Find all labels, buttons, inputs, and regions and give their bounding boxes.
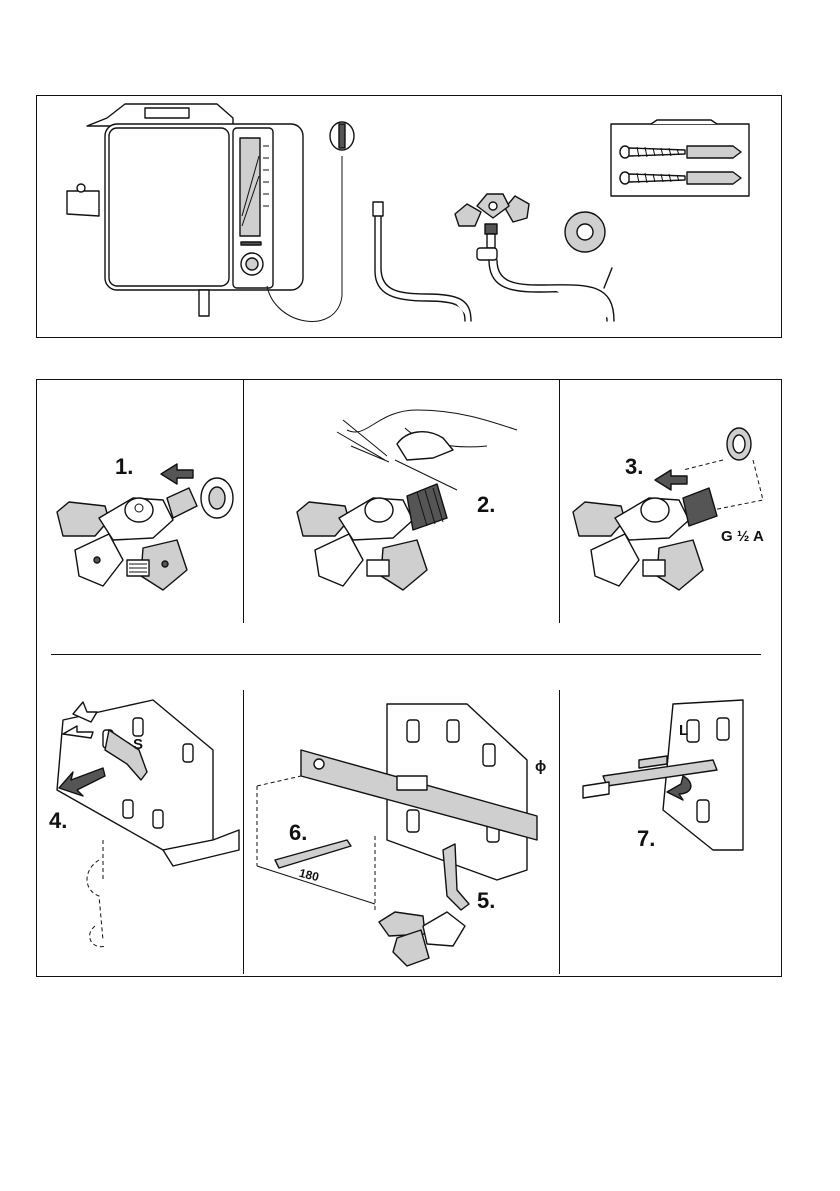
step-number-2: 2. (477, 492, 495, 518)
parts-overview-panel (36, 95, 782, 338)
wrench-label: S (133, 736, 143, 753)
lever-label: L (679, 722, 688, 739)
arrow-icon (161, 464, 193, 484)
step-number-7: 7. (637, 826, 655, 852)
step4-illustration (43, 690, 243, 970)
installation-steps-panel: 1. 2. 3. G ½ A (36, 379, 782, 977)
level-symbol: ϕ (535, 758, 546, 775)
divider (51, 654, 761, 655)
step1-illustration (43, 380, 243, 620)
step-number-4: 4. (49, 808, 67, 834)
divider (559, 380, 560, 623)
divider (243, 380, 244, 623)
step-number-5: 5. (477, 888, 495, 914)
step-number-1: 1. (115, 454, 133, 480)
divider (559, 690, 560, 974)
step2-illustration (247, 380, 557, 620)
step-number-3: 3. (625, 454, 643, 480)
step3-illustration (563, 380, 783, 620)
thread-label: G ½ A (721, 528, 764, 545)
water-heater-icon (37, 96, 783, 339)
divider (243, 690, 244, 974)
step-number-6: 6. (289, 820, 307, 846)
step7-illustration (563, 690, 783, 970)
